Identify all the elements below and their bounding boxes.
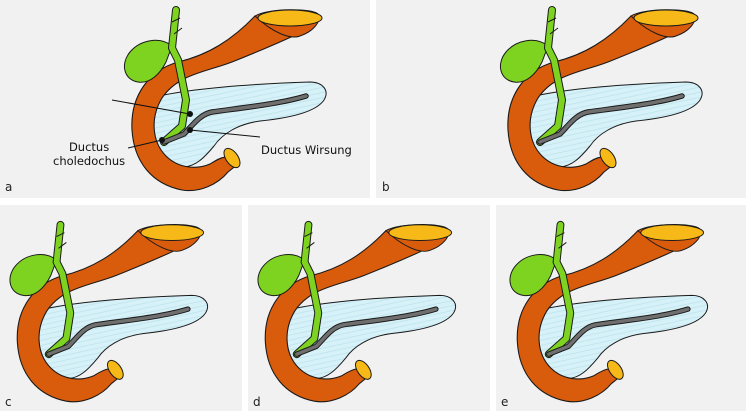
panel-e: e: [496, 205, 746, 411]
anatomy-drawing-d: [248, 205, 490, 411]
label-choledochus-line2: choledochus: [53, 154, 126, 168]
panel-c: c: [0, 205, 242, 411]
panel-a: Ductus choledochus Ductus Wirsung a: [0, 0, 370, 198]
panel-letter-c: c: [5, 395, 12, 409]
panel-letter-b: b: [382, 180, 390, 194]
anatomy-drawing-a: [111, 0, 370, 198]
panel-b: b: [376, 0, 746, 198]
label-choledochus-line1: Ductus: [68, 140, 110, 154]
anatomy-drawing-c: [0, 205, 242, 411]
panel-letter-e: e: [501, 395, 509, 409]
panel-letter-a: a: [5, 180, 13, 194]
label-wirsung: Ductus Wirsung: [261, 143, 352, 157]
label-choledochus: Ductus choledochus: [53, 140, 125, 168]
leader-line-wirsung: [189, 129, 261, 138]
panel-letter-d: d: [253, 395, 261, 409]
anatomy-drawing-b: [376, 0, 746, 198]
marker-dot-choledochus: [159, 137, 165, 143]
anatomy-drawing-e: [496, 205, 746, 411]
marker-dot-wirsung: [187, 127, 193, 133]
leader-line-choledochus: [127, 139, 163, 149]
marker-dot-top: [187, 111, 193, 117]
leader-line-top: [111, 99, 191, 115]
panel-d: d: [248, 205, 490, 411]
